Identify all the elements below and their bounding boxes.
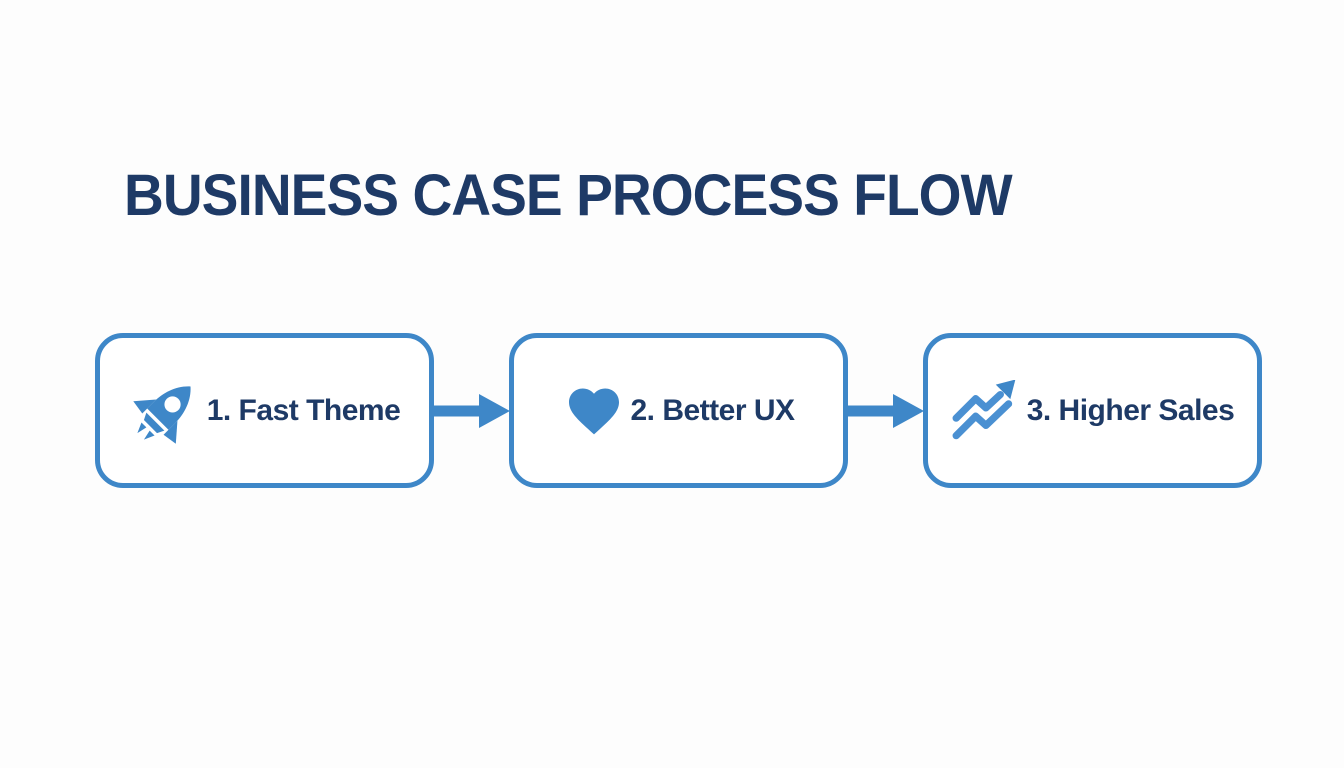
flow-step-higher-sales: 3. Higher Sales bbox=[923, 333, 1262, 488]
flow-step-fast-theme: 1. Fast Theme bbox=[95, 333, 434, 488]
process-flow: 1. Fast Theme 2. Better UX bbox=[95, 333, 1262, 488]
page-title: BUSINESS CASE PROCESS FLOW bbox=[124, 163, 1013, 228]
rocket-icon bbox=[129, 374, 203, 448]
trending-up-icon bbox=[951, 379, 1023, 442]
step-label: 3. Higher Sales bbox=[1026, 393, 1235, 427]
heart-icon bbox=[562, 381, 626, 441]
step-label: 1. Fast Theme bbox=[206, 393, 401, 427]
step-label: 2. Better UX bbox=[630, 393, 795, 427]
flow-step-better-ux: 2. Better UX bbox=[509, 333, 848, 488]
arrow-right-icon bbox=[433, 393, 510, 428]
arrow-right-icon bbox=[847, 393, 924, 428]
